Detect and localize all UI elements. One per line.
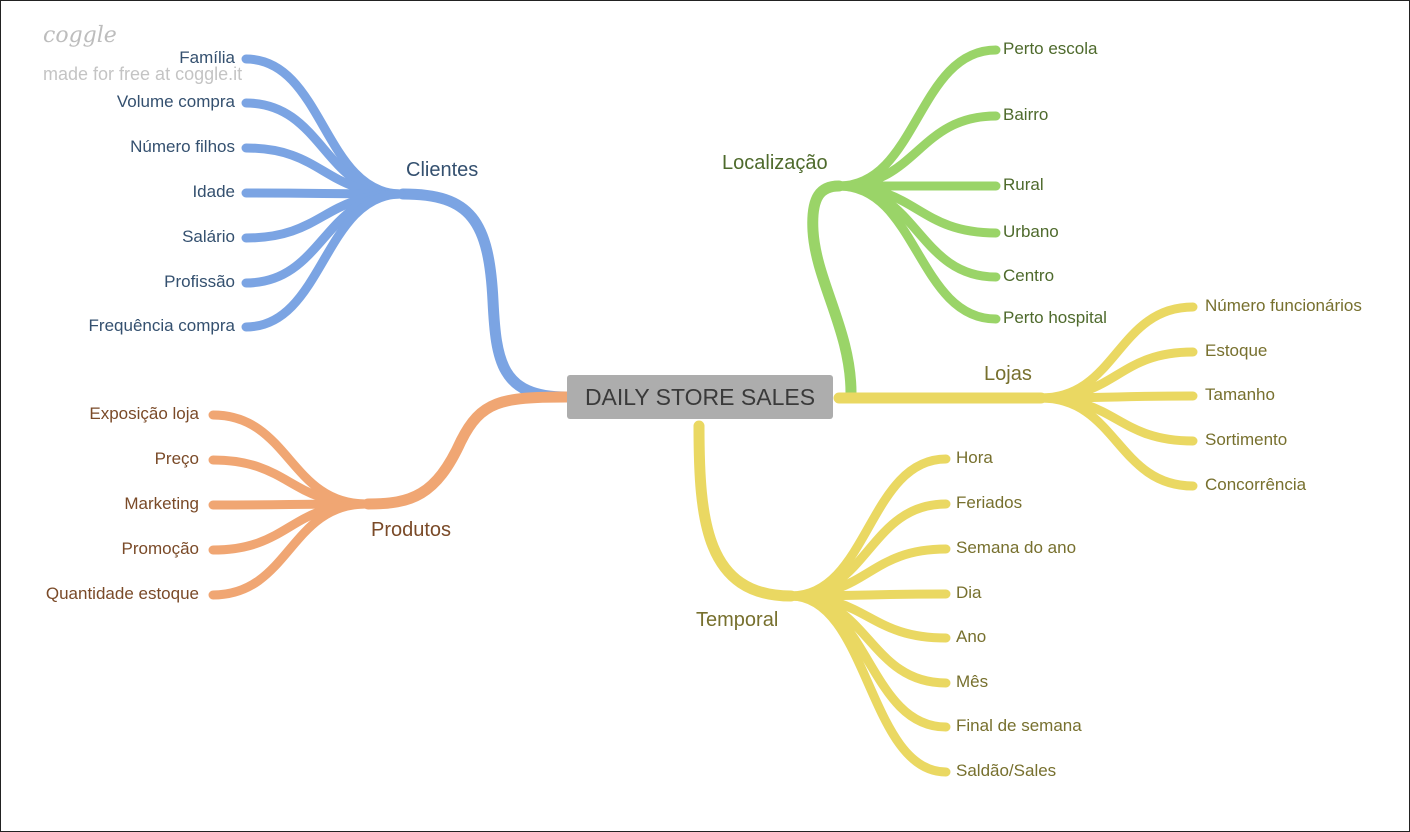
temporal-item[interactable]: Saldão/Sales — [956, 761, 1057, 780]
lojas-item[interactable]: Sortimento — [1205, 430, 1288, 449]
localizacao-item[interactable]: Bairro — [1003, 105, 1049, 124]
temporal-item[interactable]: Dia — [956, 583, 982, 602]
clientes-item[interactable]: Frequência compra — [88, 316, 235, 335]
clientes-node[interactable]: Clientes — [406, 159, 479, 181]
lojas-node[interactable]: Lojas — [984, 363, 1032, 385]
lojas-item[interactable]: Concorrência — [1205, 475, 1307, 494]
clientes-trunk — [397, 188, 572, 403]
produtos-item[interactable]: Promoção — [121, 539, 199, 558]
central-node-label: DAILY STORE SALES — [584, 383, 816, 410]
temporal-trunk — [693, 420, 797, 602]
temporal-item[interactable]: Hora — [956, 448, 993, 467]
localizacao-item[interactable]: Rural — [1003, 175, 1044, 194]
temporal-item[interactable]: Feriados — [956, 493, 1023, 512]
lojas-leaf-link — [1036, 393, 1198, 491]
lojas-item[interactable]: Estoque — [1205, 341, 1268, 360]
produtos-item[interactable]: Quantidade estoque — [45, 584, 199, 603]
localizacao-trunk — [807, 180, 857, 399]
clientes-item[interactable]: Salário — [182, 227, 235, 246]
clientes-item[interactable]: Profissão — [164, 272, 235, 291]
localizacao-item[interactable]: Perto escola — [1003, 39, 1098, 58]
temporal-item[interactable]: Semana do ano — [956, 538, 1077, 557]
localizacao-leaf-link — [834, 181, 1001, 324]
temporal-node[interactable]: Temporal — [696, 609, 779, 631]
produtos-item[interactable]: Exposição loja — [89, 404, 199, 423]
temporal-item[interactable]: Ano — [956, 627, 987, 646]
produtos-leaf-link — [208, 499, 371, 600]
temporal-item[interactable]: Mês — [956, 672, 989, 691]
produtos-node[interactable]: Produtos — [371, 519, 452, 541]
lojas-item[interactable]: Número funcionários — [1205, 296, 1362, 315]
clientes-item[interactable]: Volume compra — [116, 92, 235, 111]
clientes-item[interactable]: Número filhos — [130, 137, 235, 156]
localizacao-item[interactable]: Perto hospital — [1003, 308, 1107, 327]
produtos-item[interactable]: Preço — [154, 449, 199, 468]
temporal-leaf-link — [786, 591, 951, 777]
central-node[interactable]: DAILY STORE SALES — [567, 375, 833, 419]
lojas-item[interactable]: Tamanho — [1205, 385, 1275, 404]
localizacao-item[interactable]: Centro — [1003, 266, 1055, 285]
clientes-leaf-link — [241, 189, 406, 332]
localizacao-item[interactable]: Urbano — [1003, 222, 1059, 241]
temporal-item[interactable]: Final de semana — [956, 716, 1082, 735]
clientes-item[interactable]: Família — [179, 48, 235, 67]
coggle-logo: coggle — [43, 23, 117, 48]
produtos-item[interactable]: Marketing — [124, 494, 199, 513]
watermark-text: made for free at coggle.it — [43, 64, 243, 84]
produtos-trunk — [362, 391, 572, 510]
localizacao-node[interactable]: Localização — [722, 152, 828, 174]
clientes-item[interactable]: Idade — [192, 182, 235, 201]
